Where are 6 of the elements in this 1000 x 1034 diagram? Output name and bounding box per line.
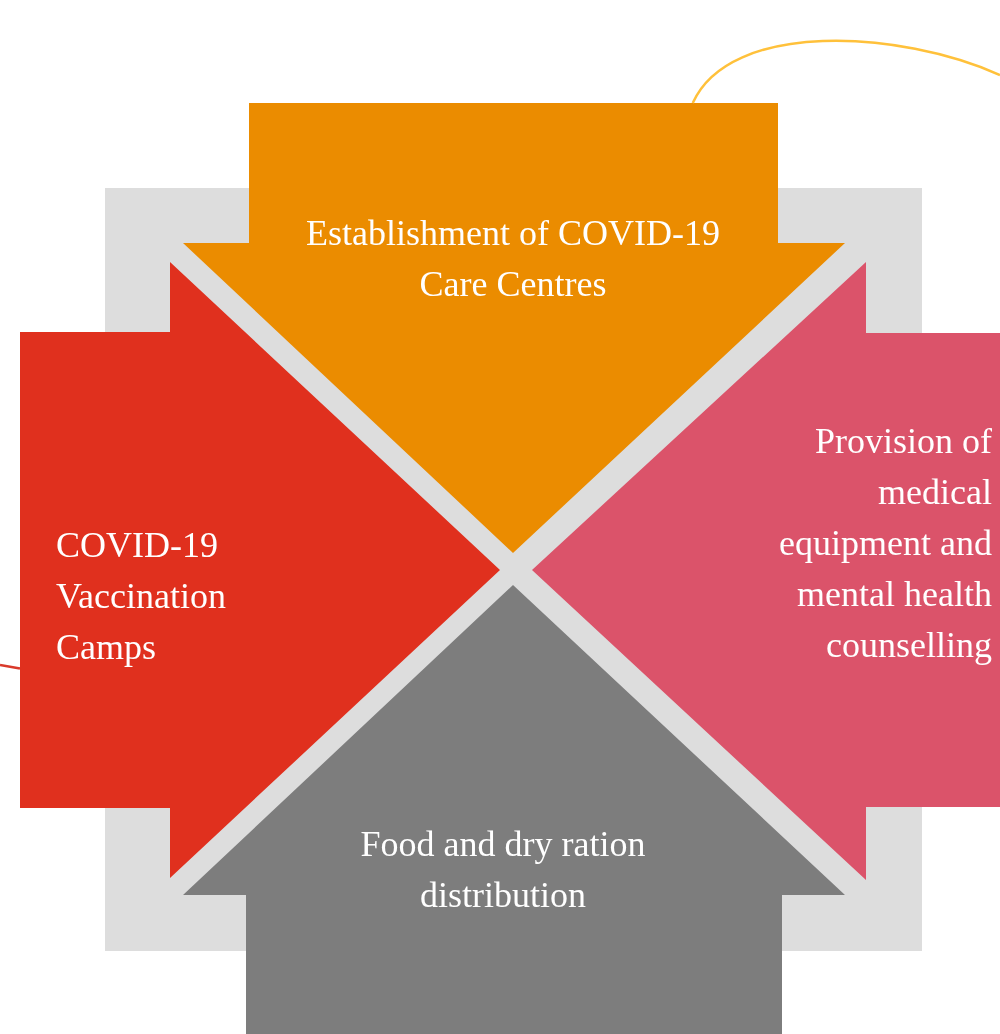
connector-line — [0, 663, 21, 670]
arrow-label: COVID-19 Vaccination Camps — [56, 524, 227, 669]
arrow-label: Food and dry ration distribution — [359, 823, 647, 917]
arrow-label: Establishment of COVID-19 Care Centres — [305, 212, 721, 306]
connector-line — [691, 39, 1000, 104]
arrow-label: Provision of medical equipment and mental health counselling — [778, 420, 992, 667]
